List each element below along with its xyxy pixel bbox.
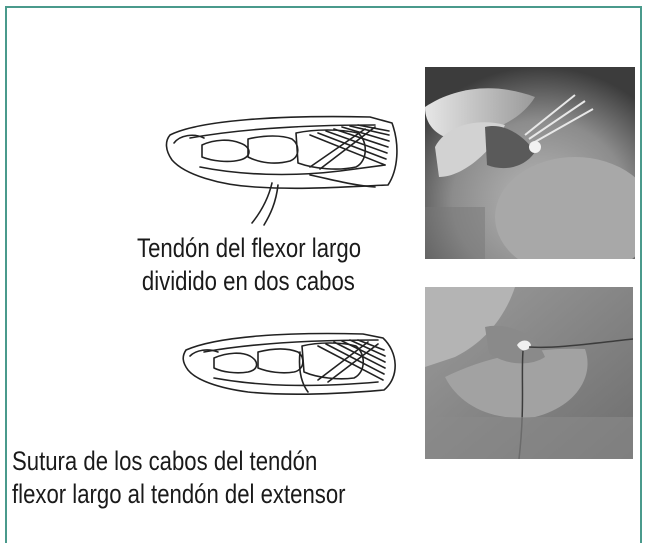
finger-drawing-sutured-tendon (178, 322, 418, 414)
finger-drawing-split-tendon (160, 105, 430, 230)
caption-split-tendon-line2: dividido en dos cabos (137, 265, 361, 298)
caption-split-tendon-line1: Tendón del flexor largo (137, 232, 361, 265)
caption-suture-tendon-line1: Sutura de los cabos del tendón (12, 445, 346, 478)
caption-split-tendon: Tendón del flexor largo dividido en dos … (137, 232, 361, 298)
caption-suture-tendon-line2: flexor largo al tendón del extensor (12, 478, 346, 511)
surgical-photo-top (425, 67, 635, 259)
surgical-photo-bottom (425, 287, 633, 459)
caption-suture-tendon: Sutura de los cabos del tendón flexor la… (12, 445, 346, 511)
